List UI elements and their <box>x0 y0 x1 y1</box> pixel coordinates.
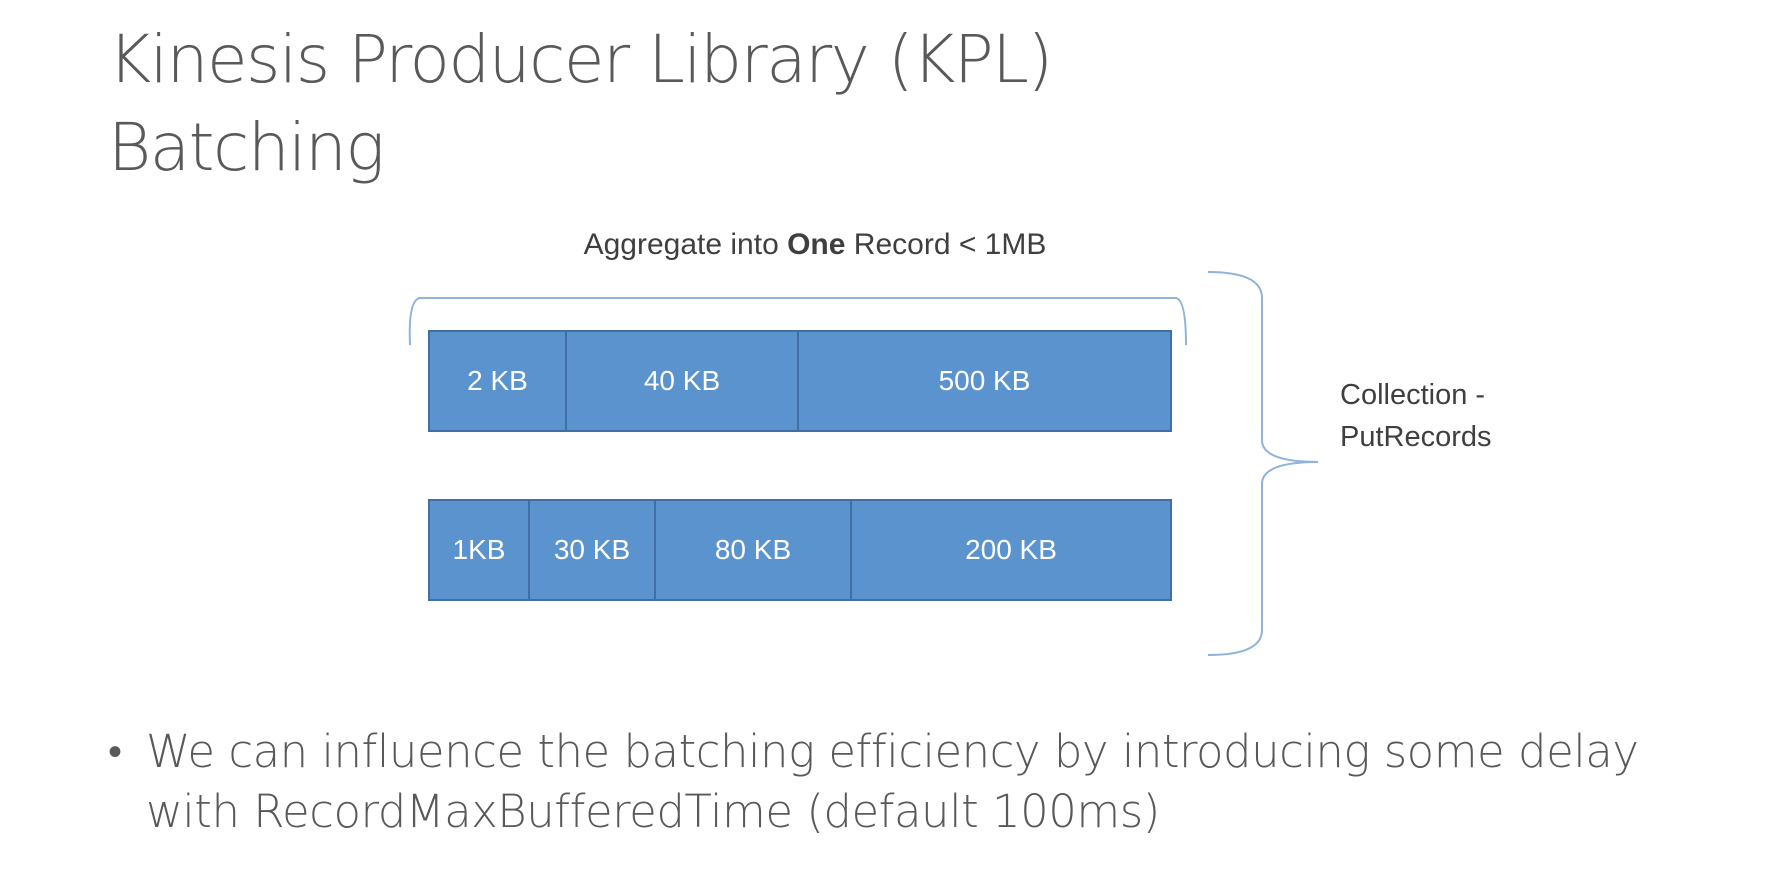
slide-title: Kinesis Producer Library (KPL) Batching <box>108 16 1053 192</box>
record-segment-500kb: 500 KB <box>797 332 1170 430</box>
aggregate-caption-emphasis: One <box>787 228 846 261</box>
record-segment-80kb: 80 KB <box>654 501 850 599</box>
record-row-1: 2 KB 40 KB 500 KB <box>428 330 1172 432</box>
collection-label: Collection - PutRecords <box>1340 374 1492 458</box>
bullet-item: • We can influence the batching efficien… <box>108 722 1728 842</box>
collection-bracket <box>1207 271 1319 656</box>
record-row-2: 1KB 30 KB 80 KB 200 KB <box>428 499 1172 601</box>
record-segment-40kb: 40 KB <box>565 332 797 430</box>
slide-title-line-2: Batching <box>108 109 385 186</box>
aggregate-caption-suffix: Record < 1MB <box>845 228 1047 261</box>
aggregate-caption: Aggregate into One Record < 1MB <box>565 228 1065 262</box>
bullet-text: We can influence the batching efficiency… <box>146 725 1639 838</box>
record-segment-30kb: 30 KB <box>528 501 654 599</box>
record-segment-200kb: 200 KB <box>850 501 1170 599</box>
record-segment-2kb: 2 KB <box>467 365 528 396</box>
aggregate-caption-prefix: Aggregate into <box>583 228 788 261</box>
slide-title-line-1: Kinesis Producer Library (KPL) <box>108 21 1053 98</box>
record-segment-1kb: 1KB <box>452 534 506 565</box>
collection-label-line-2: PutRecords <box>1340 421 1492 453</box>
bullet-marker: • <box>108 729 122 775</box>
collection-label-line-1: Collection - <box>1340 379 1486 411</box>
